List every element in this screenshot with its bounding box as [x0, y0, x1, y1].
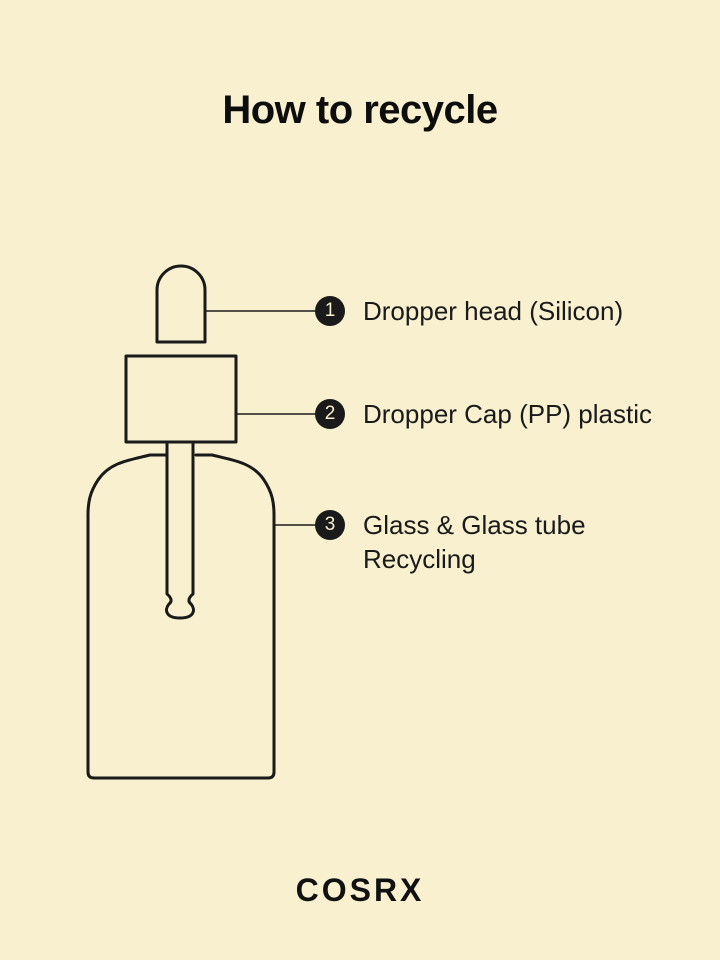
- callout-label: Dropper head (Silicon): [363, 296, 624, 326]
- callout-dropper-cap: 2 Dropper Cap (PP) plastic: [315, 399, 652, 431]
- callout-label-line-2: Recycling: [363, 544, 476, 574]
- number-badge: 1: [315, 296, 345, 326]
- glass-bottle-shape: [86, 453, 276, 780]
- page-title: How to recycle: [222, 88, 498, 132]
- brand-logo: COSRX: [295, 872, 425, 908]
- callout-glass-bottle: 3 Glass & Glass tube Recycling: [315, 510, 663, 576]
- dropper-cap-shape: [124, 354, 238, 444]
- callout-label-line-1: Glass & Glass tube: [363, 510, 586, 540]
- dropper-head-shape: [155, 264, 207, 344]
- glass-tube-shape: [165, 440, 195, 620]
- number-badge: 2: [315, 399, 345, 429]
- callout-label: Glass & Glass tube Recycling: [363, 508, 663, 576]
- callout-label: Dropper Cap (PP) plastic: [363, 399, 652, 429]
- number-badge: 3: [315, 510, 345, 540]
- callout-dropper-head: 1 Dropper head (Silicon): [315, 296, 623, 328]
